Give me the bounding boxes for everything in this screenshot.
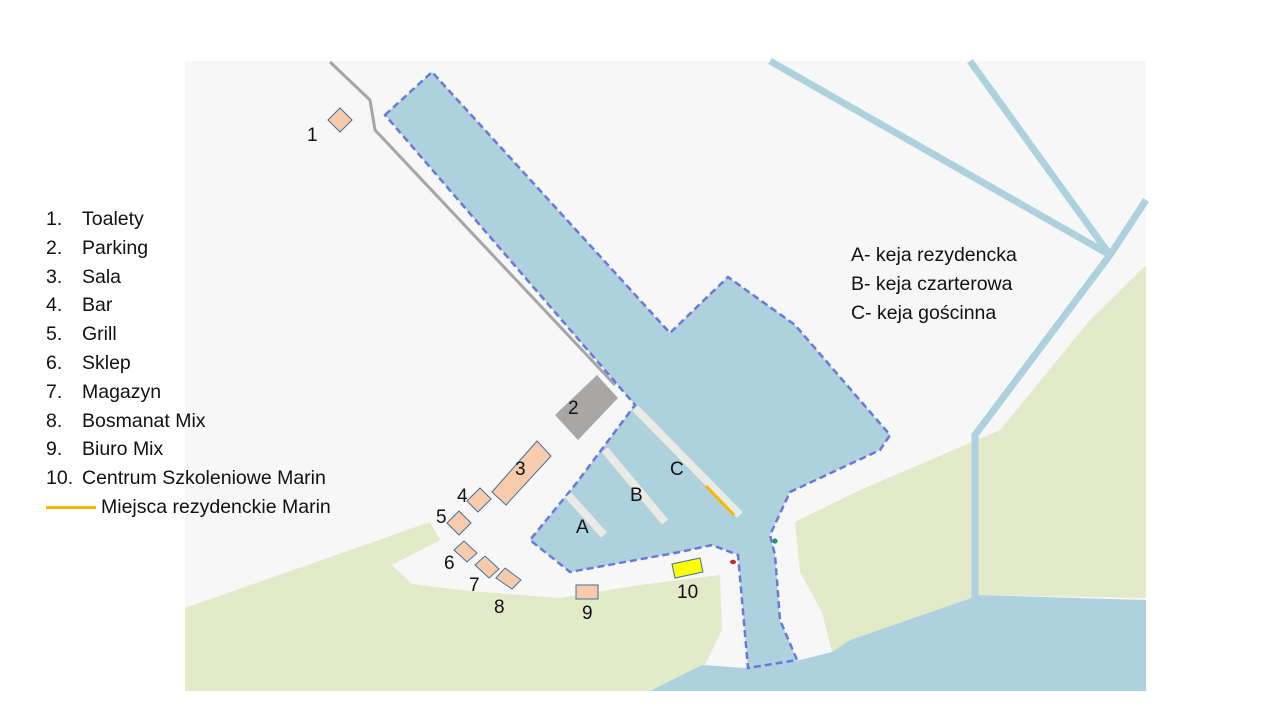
pier-b xyxy=(601,447,669,525)
legend-num: 7. xyxy=(46,380,63,403)
legend-item: 9. Biuro Mix xyxy=(46,435,331,464)
label-5: 5 xyxy=(436,507,447,528)
label-pier-b: B xyxy=(630,485,643,506)
building-toalety[interactable] xyxy=(327,107,353,133)
legend-item: 10. Centrum Szkoleniowe Marin xyxy=(46,464,331,493)
legend-label: Toalety xyxy=(82,208,144,230)
legend-label: Bar xyxy=(82,294,113,317)
legend-item: 2. Parking xyxy=(46,234,331,263)
label-4: 4 xyxy=(457,486,468,507)
label-pier-c: C xyxy=(670,459,684,480)
pier-legend-item: A- keja rezydencka xyxy=(851,244,1017,266)
label-1: 1 xyxy=(307,125,318,146)
building-centrum-szkoleniowe[interactable] xyxy=(671,557,704,579)
building-magazyn[interactable] xyxy=(474,555,500,579)
legend-item: 4. Bar xyxy=(46,291,331,320)
sea xyxy=(650,595,1146,691)
waterways xyxy=(768,57,1149,598)
pier-c xyxy=(632,405,743,518)
facilities-legend: 1. Toalety 2. Parking 3. Sala 4. Bar 5. Grill… xyxy=(46,205,331,522)
land-left xyxy=(185,522,722,691)
legend-label: Grill xyxy=(82,323,117,346)
legend-label: Sala xyxy=(82,265,122,288)
piers xyxy=(565,405,743,538)
legend-label: Biuro Mix xyxy=(82,438,164,461)
label-3: 3 xyxy=(515,459,526,480)
label-pier-a: A xyxy=(576,517,589,538)
red-marker-icon xyxy=(730,559,736,565)
pier-legend: A- keja rezydencka B- keja czarterowa C-… xyxy=(851,241,1017,327)
building-sala[interactable] xyxy=(491,440,552,506)
pier-legend-item: B- keja czarterowa xyxy=(851,272,1013,295)
building-grill[interactable] xyxy=(446,510,472,536)
label-8: 8 xyxy=(494,597,505,618)
orange-line-swatch xyxy=(46,505,96,509)
green-marker-icon xyxy=(772,538,778,544)
building-sklep[interactable] xyxy=(453,540,478,563)
legend-item: 1. Toalety xyxy=(46,205,331,234)
legend-num: 8. xyxy=(46,409,63,432)
building-bar[interactable] xyxy=(466,487,492,513)
legend-num: 6. xyxy=(46,351,63,374)
building-bosmanat[interactable] xyxy=(495,567,522,590)
legend-item: 3. Sala xyxy=(46,263,331,292)
legend-num: 3. xyxy=(46,265,63,288)
legend-item-line: Miejsca rezydenckie Marin xyxy=(46,493,331,522)
legend-num: 9. xyxy=(46,438,63,461)
legend-num: 4. xyxy=(46,294,63,317)
marina-basin xyxy=(383,70,892,670)
pier-legend-item: C- keja gościnna xyxy=(851,301,997,324)
resident-berths-line xyxy=(704,484,736,517)
legend-label: Parking xyxy=(82,236,149,259)
legend-label: Miejsca rezydenckie Marin xyxy=(101,495,331,518)
legend-num: 1. xyxy=(46,208,63,230)
label-6: 6 xyxy=(444,553,455,574)
legend-num: 10. xyxy=(46,467,74,490)
pier-a xyxy=(565,492,607,538)
legend-label: Centrum Szkoleniowe Marin xyxy=(82,467,326,490)
legend-item: 7. Magazyn xyxy=(46,378,331,407)
legend-label: Bosmanat Mix xyxy=(82,409,206,432)
label-9: 9 xyxy=(582,603,593,624)
legend-num: 5. xyxy=(46,323,63,346)
parking-area xyxy=(555,375,618,440)
legend-label: Magazyn xyxy=(82,380,162,403)
building-biuro[interactable] xyxy=(575,584,599,600)
legend-item: 5. Grill xyxy=(46,320,331,349)
label-7: 7 xyxy=(469,575,480,596)
land-right xyxy=(795,265,1146,652)
legend-num: 2. xyxy=(46,236,63,259)
legend-item: 8. Bosmanat Mix xyxy=(46,407,331,436)
legend-item: 6. Sklep xyxy=(46,349,331,378)
label-2: 2 xyxy=(568,398,579,419)
legend-label: Sklep xyxy=(82,351,131,374)
label-10: 10 xyxy=(677,582,698,603)
access-road xyxy=(328,60,617,387)
